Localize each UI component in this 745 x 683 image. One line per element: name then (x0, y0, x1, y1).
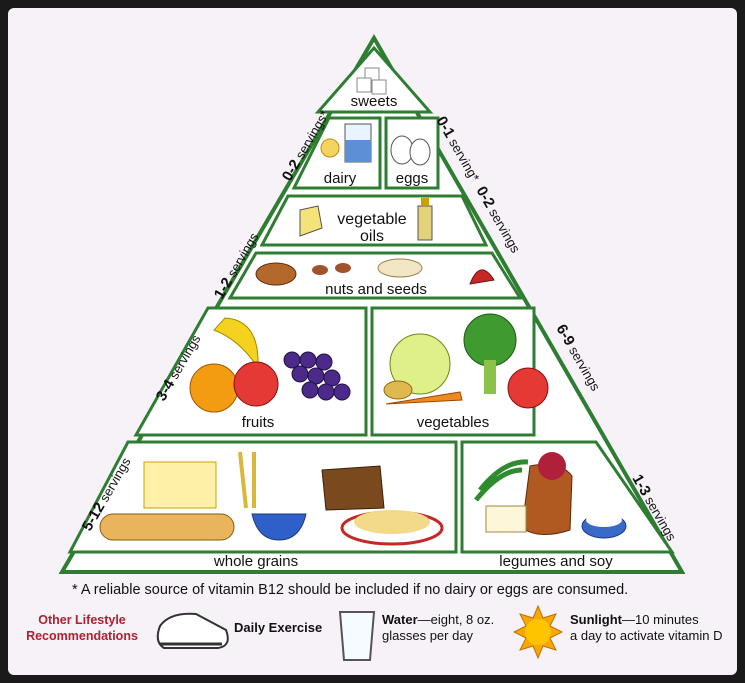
label-legumes-soy: legumes and soy (499, 553, 613, 570)
label-dairy: dairy (324, 170, 357, 187)
sunlight-text-2: a day to activate vitamin D (570, 628, 723, 643)
label-eggs: eggs (396, 170, 429, 187)
tier-nuts-seeds (227, 251, 523, 300)
eggs-icon (390, 135, 431, 166)
food-pyramid: sweets dairy eggs vegetable oils nuts an… (58, 34, 686, 661)
daily-exercise-title: Daily Exercise (234, 620, 323, 635)
label-nuts-seeds: nuts and seeds (325, 281, 427, 298)
label-fruits: fruits (242, 414, 275, 431)
sunlight-title: Sunlight (570, 612, 622, 627)
water-title: Water (382, 612, 418, 627)
water-rec: Water—eight, 8 oz. glasses per day (382, 612, 494, 644)
sugar-cubes-icon (356, 67, 387, 95)
label-vegetables: vegetables (417, 414, 490, 431)
fruits-icon (189, 317, 351, 413)
poster-frame: sweets dairy eggs vegetable oils nuts an… (8, 8, 737, 675)
water-text-2: glasses per day (382, 628, 474, 643)
other-lifestyle-heading: Other Lifestyle Recommendations (26, 613, 138, 643)
label-sweets: sweets (351, 93, 398, 110)
label-vegetable: vegetable (337, 211, 406, 228)
vegetables-icon (383, 313, 549, 409)
oil-bottle-icon (299, 198, 433, 241)
water-glass-icon (338, 611, 376, 661)
pyramid-outline (58, 34, 686, 574)
water-text-1: —eight, 8 oz. (417, 612, 495, 627)
sneaker-icon (156, 612, 229, 649)
milk-glass-icon (320, 123, 372, 163)
grains-icon (99, 451, 444, 546)
daily-exercise-rec: Daily Exercise (234, 620, 322, 636)
label-oils: oils (360, 228, 384, 245)
sunlight-rec: Sunlight—10 minutes a day to activate vi… (570, 612, 722, 644)
legumes-soy-icon (474, 452, 627, 539)
sun-icon (512, 604, 564, 660)
b12-footnote: * A reliable source of vitamin B12 shoul… (72, 582, 629, 598)
nuts-icon (255, 258, 495, 286)
sunlight-text-1: —10 minutes (622, 612, 699, 627)
label-whole-grains: whole grains (213, 553, 298, 570)
